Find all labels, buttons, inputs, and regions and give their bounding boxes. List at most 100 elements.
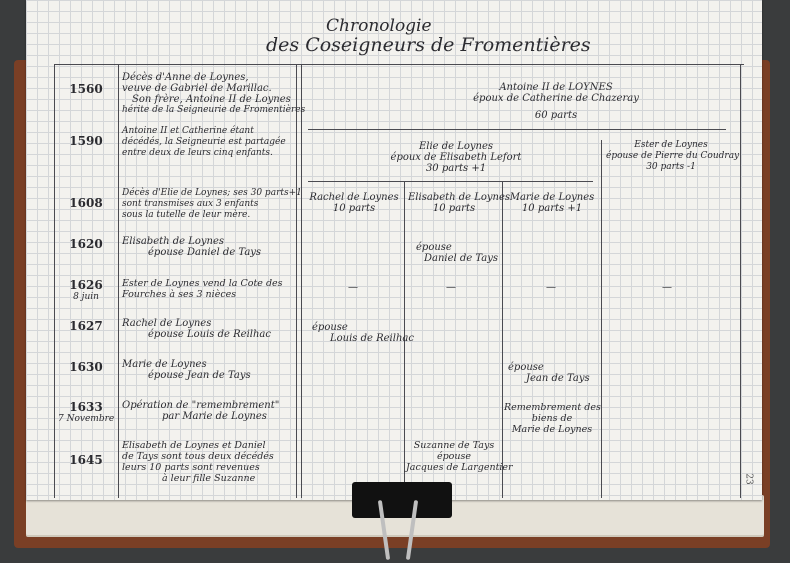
dash-ester: — [662, 282, 672, 293]
tree-divider-elisabeth [502, 181, 503, 498]
tree-divider-ester [601, 140, 602, 498]
tree-line: Remembrement des [504, 402, 601, 413]
event-line: épouse Daniel de Tays [148, 247, 262, 258]
tree-line: 10 parts [432, 203, 476, 214]
dash-elisabeth: — [446, 282, 456, 293]
year-1627: 1627 [69, 319, 103, 333]
event-1626: Ester de Loynes vend la Cote des Fourche… [122, 278, 283, 300]
tree-line: Jean de Tays [526, 373, 590, 384]
tree-line: épouse [416, 242, 452, 253]
page-title-line1: Chronologie [326, 16, 432, 36]
year-1630: 1630 [69, 360, 103, 374]
ester-loynes-entry: Ester de Loynes épouse de Pierre du Coud… [606, 140, 740, 173]
date-7-novembre: 7 Novembre [58, 414, 115, 424]
event-line: veuve de Gabriel de Marillac. [122, 83, 272, 94]
event-line: épouse Jean de Tays [148, 370, 251, 381]
year-1626-value: 1626 [69, 278, 103, 292]
event-line: Elisabeth de Loynes et Daniel [122, 440, 266, 451]
suzanne-tays-entry: Suzanne de Tays épouse Jacques de Largen… [406, 440, 513, 473]
event-line: de Tays sont tous deux décédés [122, 451, 274, 462]
event-line: Rachel de Loynes [122, 318, 212, 329]
tree-line: époux de Catherine de Chazeray [473, 93, 639, 104]
tree-line: Daniel de Tays [424, 253, 499, 264]
tree-line: Elisabeth de Loynes [408, 192, 511, 203]
event-line: décédés, la Seigneurie est partagée [122, 137, 286, 147]
event-column-line [296, 64, 297, 498]
event-line: Opération de "remembrement" [122, 400, 280, 411]
event-1620: Elisabeth de Loynes épouse Daniel de Tay… [122, 236, 261, 258]
tree-line: 60 parts [534, 110, 578, 121]
tree-line: épouse [312, 322, 348, 333]
event-line: Son frère, Antoine II de Loynes [132, 94, 291, 105]
year-1620: 1620 [69, 237, 103, 251]
elisabeth-loynes-entry: Elisabeth de Loynes 10 parts [408, 192, 511, 214]
tree-line: Rachel de Loynes [309, 192, 399, 203]
tree-line: 10 parts +1 [521, 203, 583, 214]
event-1590: Antoine II et Catherine étant décédés, l… [122, 126, 286, 159]
tree-line: Louis de Reilhac [330, 333, 414, 344]
tree-line: 30 parts -1 [646, 162, 696, 172]
dash-rachel: — [348, 282, 358, 293]
notebook-page: Chronologie des Coseigneurs de Fromentiè… [26, 0, 762, 500]
tree-divider-rachel [404, 181, 405, 498]
tree-line: biens de [531, 413, 573, 424]
event-1645: Elisabeth de Loynes et Daniel de Tays so… [122, 440, 274, 484]
marie-loynes-entry: Marie de Loynes 10 parts +1 [506, 192, 598, 214]
event-1630: Marie de Loynes épouse Jean de Tays [122, 359, 251, 381]
event-line: sont transmises aux 3 enfants [122, 199, 259, 209]
year-1590: 1590 [69, 134, 103, 148]
event-column-line-double [301, 64, 302, 498]
tree-line: épouse [508, 362, 544, 373]
event-line: Décès d'Elie de Loynes; ses 30 parts+1 [122, 188, 302, 198]
table-top-line [54, 64, 744, 65]
event-line: à leur fille Suzanne [162, 473, 256, 484]
tree-line: Suzanne de Tays [413, 440, 495, 451]
tree-line: Jacques de Largentier [406, 462, 513, 473]
event-1633: Opération de "remembrement" par Marie de… [122, 400, 279, 422]
tree-line: 30 parts +1 [425, 163, 487, 174]
tree-line: Antoine II de LOYNES [499, 82, 613, 93]
event-line: sous la tutelle de leur mère. [122, 210, 251, 220]
event-line: entre deux de leurs cinq enfants. [122, 148, 273, 158]
event-line: leurs 10 parts sont revenues [122, 462, 260, 473]
epouse-jean-tays: épouse Jean de Tays [508, 362, 590, 384]
tree-line: Marie de Loynes [511, 424, 593, 435]
remembrement-marie: Remembrement des biens de Marie de Loyne… [504, 402, 601, 435]
event-1608: Décès d'Elie de Loynes; ses 30 parts+1 s… [122, 188, 302, 221]
page-number: 23 [743, 473, 754, 485]
event-line: Marie de Loynes [122, 359, 207, 370]
event-line: Décès d'Anne de Loynes, [122, 72, 249, 83]
rachel-loynes-entry: Rachel de Loynes 10 parts [308, 192, 400, 214]
dash-marie: — [546, 282, 556, 293]
date-8-juin: 8 juin [73, 292, 99, 302]
tree-line: époux de Elisabeth Lefort [390, 152, 522, 163]
page-title-line2: des Coseigneurs de Fromentières [266, 34, 591, 56]
tree-line: épouse [436, 451, 472, 462]
tree-branch-elie [308, 181, 593, 182]
year-1608: 1608 [69, 196, 103, 210]
event-1560: Décès d'Anne de Loynes, veuve de Gabriel… [122, 72, 305, 116]
event-line: Ester de Loynes vend la Cote des [122, 278, 283, 289]
tree-line: Ester de Loynes [634, 140, 708, 150]
tree-line: Marie de Loynes [509, 192, 595, 203]
year-1645: 1645 [69, 453, 103, 467]
event-line: par Marie de Loynes [162, 411, 267, 422]
year-1560: 1560 [69, 82, 103, 96]
binder-clip [352, 482, 452, 518]
event-line: Fourches à ses 3 nièces [122, 289, 237, 300]
table-right-line [740, 64, 741, 498]
antoine-loynes-entry: Antoine II de LOYNES époux de Catherine … [446, 82, 666, 121]
epouse-louis-reilhac: épouse Louis de Reilhac [312, 322, 414, 344]
event-line: hérite de la Seigneurie de Fromentières [122, 105, 306, 115]
tree-branch-antoine [308, 129, 726, 130]
year-column-line [118, 64, 119, 498]
event-1627: Rachel de Loynes épouse Louis de Reilhac [122, 318, 271, 340]
tree-line: épouse de Pierre du Coudray [606, 151, 740, 161]
event-line: épouse Louis de Reilhac [148, 329, 271, 340]
elie-loynes-entry: Elie de Loynes époux de Elisabeth Lefort… [376, 141, 536, 174]
event-line: Elisabeth de Loynes [122, 236, 225, 247]
table-left-line [54, 64, 55, 498]
epouse-daniel-tays: épouse Daniel de Tays [416, 242, 498, 264]
event-line: Antoine II et Catherine étant [122, 126, 254, 136]
